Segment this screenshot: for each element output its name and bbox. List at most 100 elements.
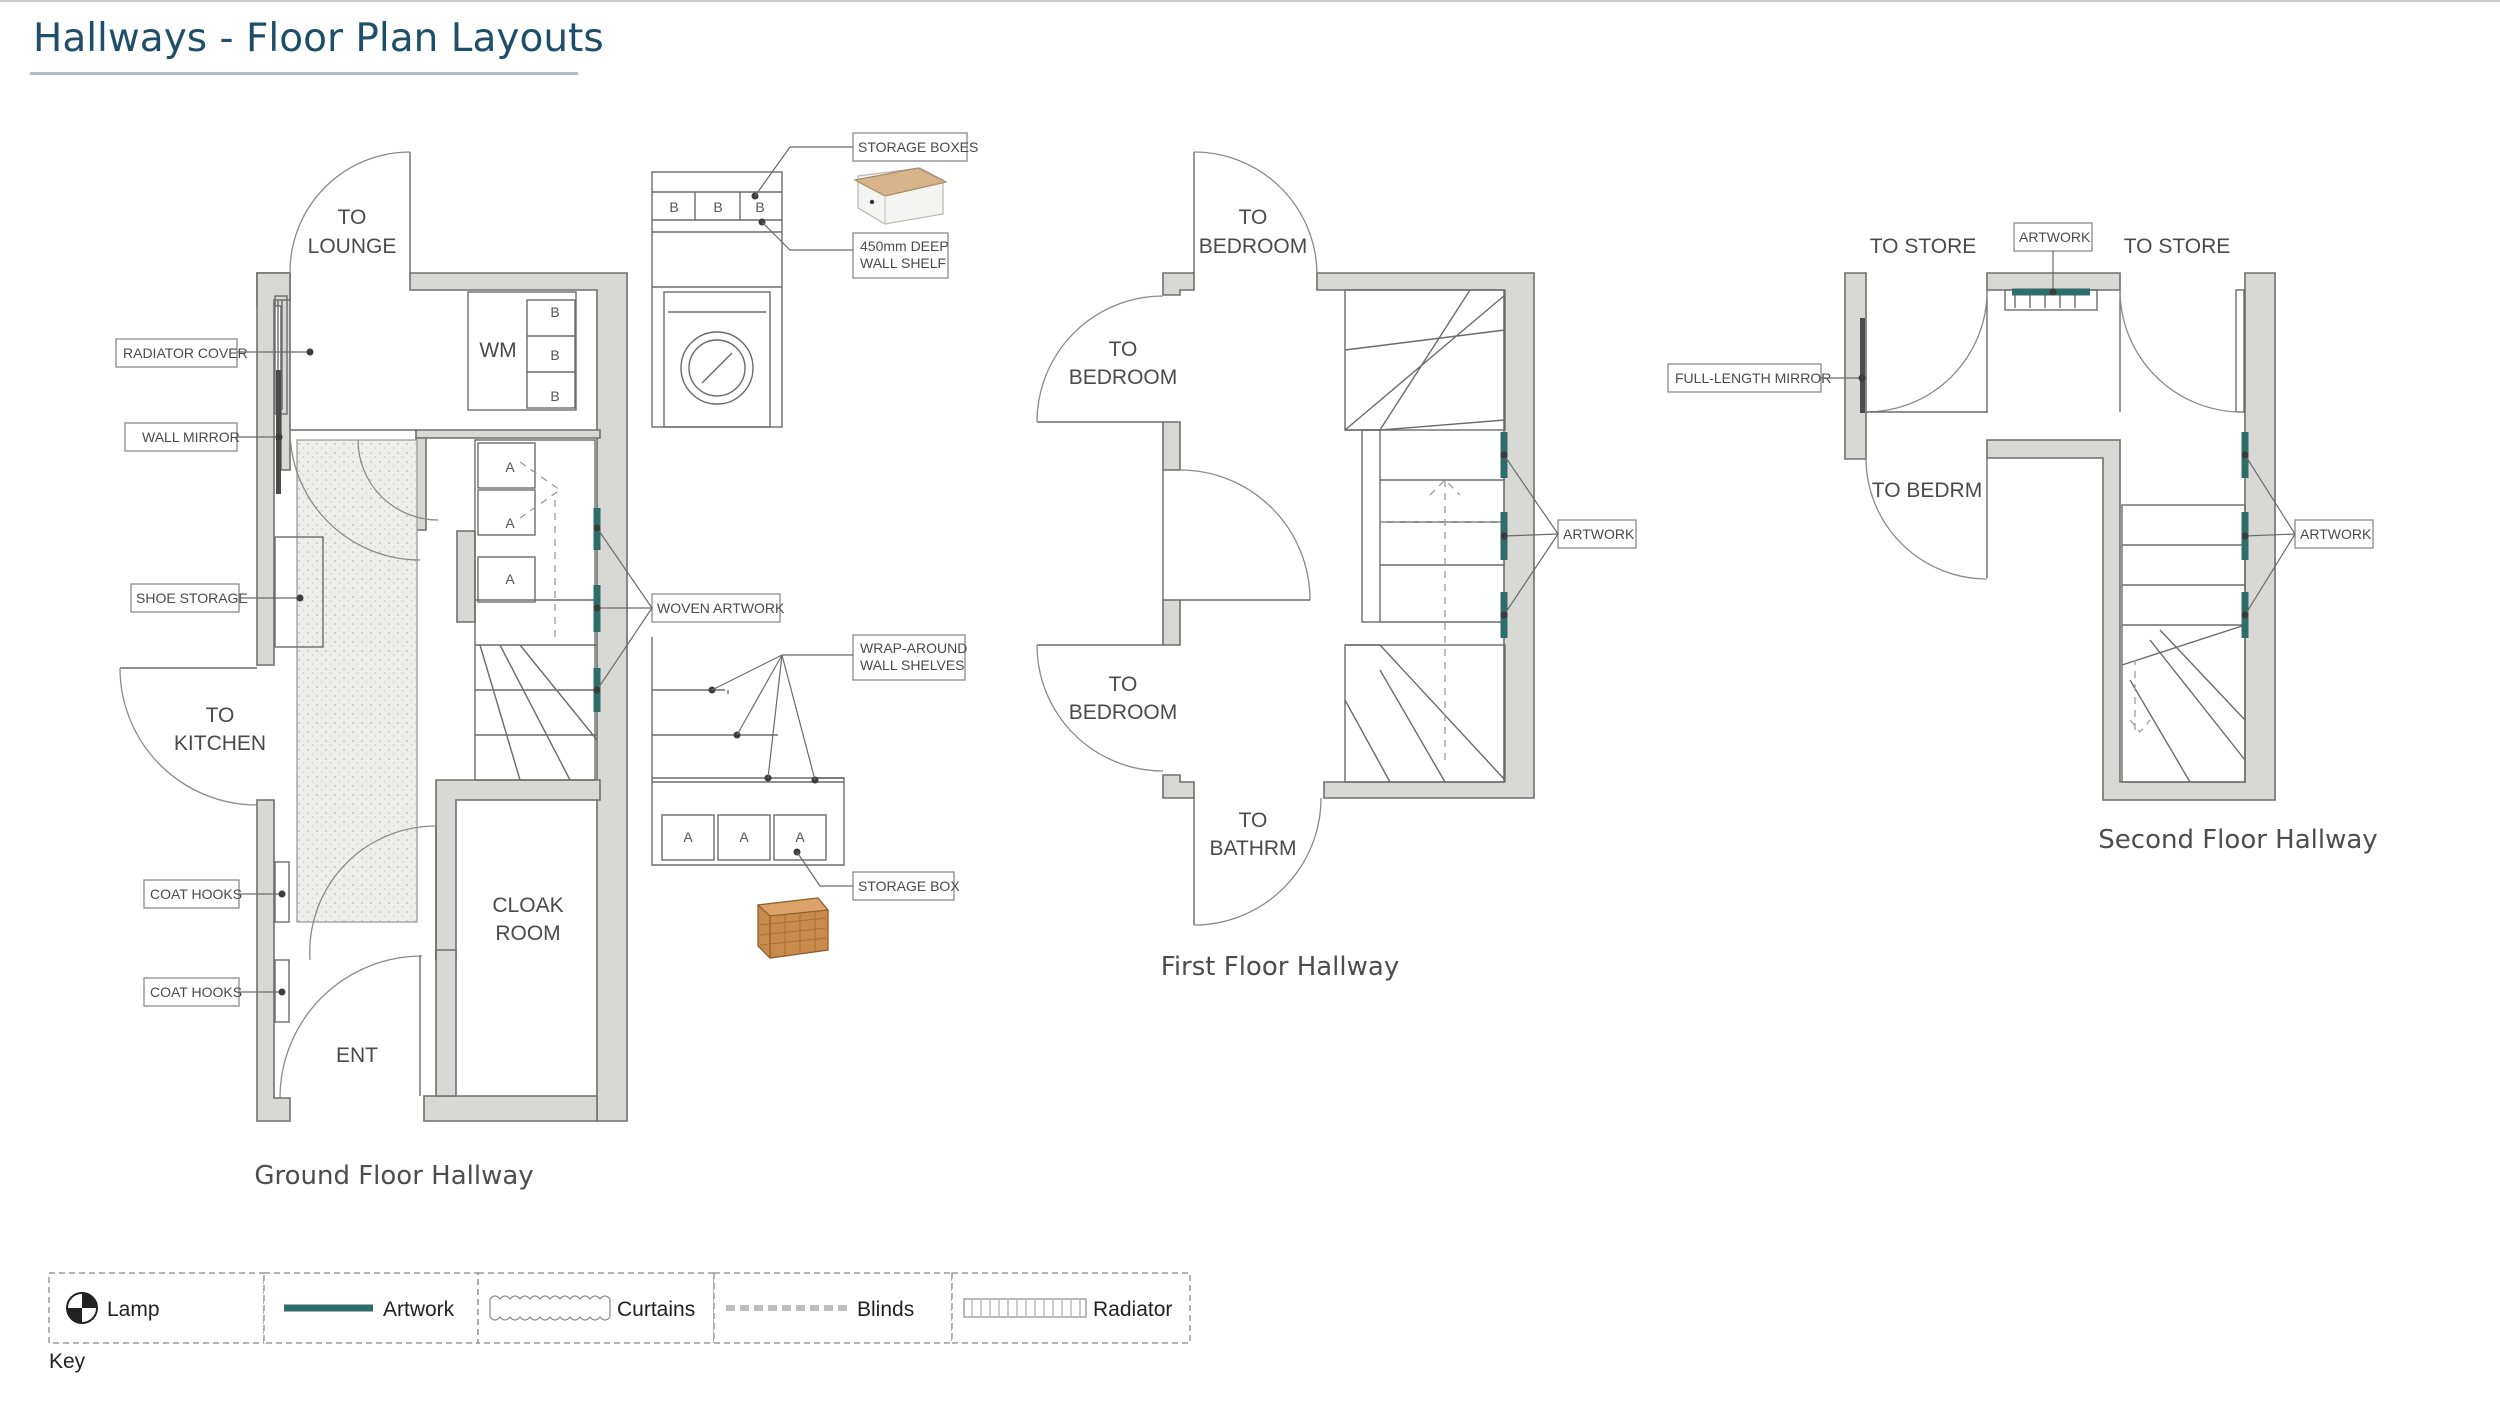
svg-text:COAT HOOKS: COAT HOOKS xyxy=(150,886,242,902)
svg-text:ARTWORK: ARTWORK xyxy=(2300,526,2372,542)
room-cloak-1: CLOAK xyxy=(492,894,563,917)
second-staircase xyxy=(2121,504,2246,783)
ground-cloak-partition xyxy=(435,949,457,1097)
svg-text:WALL MIRROR: WALL MIRROR xyxy=(142,429,240,445)
room-to-bathrm-1: TO xyxy=(1239,809,1268,832)
ground-bottom-wall xyxy=(423,1095,598,1122)
second-floor-plan: TO STORE TO STORE TO BEDRM ARTWORK FULL-… xyxy=(1667,222,2378,855)
wall-mirror xyxy=(276,370,281,494)
ground-left-wall-lower xyxy=(256,799,291,1122)
callout-storage-box: STORAGE BOX xyxy=(796,851,960,901)
shelf-mark-b1: B xyxy=(669,199,678,215)
callout-deep-wall-shelf: 450mm DEEP WALL SHELF xyxy=(761,221,949,279)
callout-full-length-mirror: FULL-LENGTH MIRROR xyxy=(1667,363,1866,393)
callout-first-artwork: ARTWORK xyxy=(1500,451,1637,619)
callout-wall-mirror: WALL MIRROR xyxy=(124,422,283,452)
room-to-kitchen-2: KITCHEN xyxy=(174,732,266,755)
key-lamp-label: Lamp xyxy=(107,1298,160,1321)
caption-first-floor: First Floor Hallway xyxy=(1161,952,1399,982)
storage-box-illustration xyxy=(756,897,830,959)
room-to-store-right: TO STORE xyxy=(2124,235,2231,258)
first-left-wall-lower xyxy=(1162,774,1195,799)
room-to-kitchen-1: TO xyxy=(206,704,235,727)
svg-text:STORAGE BOX: STORAGE BOX xyxy=(858,878,960,894)
key-blinds-label: Blinds xyxy=(857,1298,914,1321)
callout-storage-boxes: STORAGE BOXES xyxy=(754,132,978,197)
callout-second-artwork-right: ARTWORK xyxy=(2241,451,2374,619)
first-floor-plan: ARTWORK TO BEDROOM TO BEDROOM TO BEDROOM… xyxy=(1036,151,1637,982)
room-to-bedrm: TO BEDRM xyxy=(1872,479,1982,502)
callout-second-artwork-top: ARTWORK xyxy=(2013,222,2093,296)
key-curtains-label: Curtains xyxy=(617,1298,695,1321)
box-mark-a3: A xyxy=(505,571,515,587)
room-to-bedroom-left1-2: BEDROOM xyxy=(1069,366,1178,389)
room-to-bedroom-top-2: BEDROOM xyxy=(1199,235,1308,258)
room-to-bedroom-left2-1: TO xyxy=(1109,673,1138,696)
shoe-storage xyxy=(274,536,324,648)
key-legend: Lamp Artwork Curtains Blinds Radiator Ke xyxy=(48,1272,1191,1373)
room-to-bedroom-left1-1: TO xyxy=(1109,338,1138,361)
svg-text:WALL SHELF: WALL SHELF xyxy=(860,255,946,271)
first-left-wall-upper xyxy=(1162,272,1195,296)
room-cloak-2: ROOM xyxy=(495,922,560,945)
radiator-icon xyxy=(963,1298,1087,1318)
room-wm: WM xyxy=(479,339,516,362)
callout-coat-hooks-1: COAT HOOKS xyxy=(143,879,286,909)
curtains-icon xyxy=(489,1295,611,1321)
callout-coat-hooks-2: COAT HOOKS xyxy=(143,977,286,1007)
box-mark-a1: A xyxy=(505,459,515,475)
box-mark-a5: A xyxy=(739,829,749,845)
shelf-mark-b3: B xyxy=(755,199,764,215)
svg-text:WOVEN ARTWORK: WOVEN ARTWORK xyxy=(657,600,785,616)
coat-hooks-1 xyxy=(274,861,290,923)
room-to-store-left: TO STORE xyxy=(1870,235,1977,258)
room-to-bathrm-2: BATHRM xyxy=(1209,837,1296,860)
bedroom-door-mid xyxy=(1179,469,1311,601)
wm-unit xyxy=(467,291,577,411)
svg-text:WALL SHELVES: WALL SHELVES xyxy=(860,657,965,673)
lamp-icon xyxy=(66,1292,98,1324)
second-radiator xyxy=(2235,289,2245,413)
first-left-wall-mid1 xyxy=(1162,421,1181,471)
svg-text:SHOE STORAGE: SHOE STORAGE xyxy=(136,590,248,606)
page-title: Hallways - Floor Plan Layouts xyxy=(33,16,604,61)
coat-hooks-2 xyxy=(274,959,290,1023)
svg-text:FULL-LENGTH MIRROR: FULL-LENGTH MIRROR xyxy=(1675,370,1831,386)
first-staircase xyxy=(1344,289,1506,783)
ground-stair-inner xyxy=(456,530,476,623)
svg-text:ARTWORK: ARTWORK xyxy=(2019,229,2091,245)
room-to-lounge-2: LOUNGE xyxy=(308,235,397,258)
svg-text:WRAP-AROUND: WRAP-AROUND xyxy=(860,640,967,656)
svg-text:ARTWORK: ARTWORK xyxy=(1563,526,1635,542)
box-mark-b1: B xyxy=(550,304,559,320)
caption-second-floor: Second Floor Hallway xyxy=(2098,825,2377,855)
shelf-mark-b2: B xyxy=(713,199,722,215)
storage-boxes-illustration xyxy=(853,167,948,225)
key-caption: Key xyxy=(49,1350,86,1373)
wm-elevation xyxy=(651,171,783,428)
room-to-bedroom-left2-2: BEDROOM xyxy=(1069,701,1178,724)
key-artwork-label: Artwork xyxy=(383,1298,455,1321)
svg-text:COAT HOOKS: COAT HOOKS xyxy=(150,984,242,1000)
svg-text:STORAGE BOXES: STORAGE BOXES xyxy=(858,139,978,155)
callout-radiator-cover: RADIATOR COVER xyxy=(115,338,314,368)
caption-ground-floor: Ground Floor Hallway xyxy=(254,1161,533,1191)
room-to-bedroom-top-1: TO xyxy=(1239,206,1268,229)
callout-wrap-around-shelves: WRAP-AROUND WALL SHELVES xyxy=(782,634,967,681)
ground-floor-plan: A A A B B B TO LOUNGE WM TO KITCHEN CLOA… xyxy=(115,132,978,1191)
svg-text:RADIATOR COVER: RADIATOR COVER xyxy=(123,345,248,361)
box-mark-a2: A xyxy=(505,515,515,531)
page-top-rule xyxy=(0,0,2500,2)
full-length-mirror xyxy=(1860,318,1865,413)
wrap-shelves-elevation xyxy=(651,637,845,866)
box-mark-a6: A xyxy=(795,829,805,845)
box-mark-a4: A xyxy=(683,829,693,845)
callout-shoe-storage: SHOE STORAGE xyxy=(130,583,304,613)
title-underline xyxy=(30,72,578,75)
room-ent: ENT xyxy=(336,1044,378,1067)
ground-staircase xyxy=(474,439,598,781)
svg-text:450mm DEEP: 450mm DEEP xyxy=(860,238,949,254)
room-to-lounge-1: TO xyxy=(338,206,367,229)
key-radiator-label: Radiator xyxy=(1093,1298,1172,1321)
